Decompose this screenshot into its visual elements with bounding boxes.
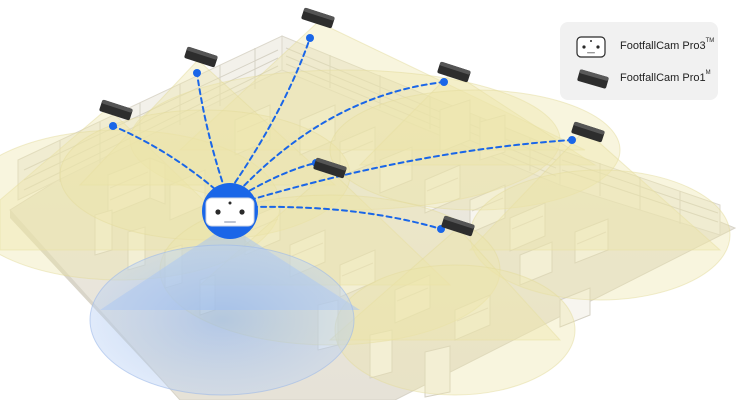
link-to-cam-top xyxy=(229,37,311,191)
coverage-cone-cam-top xyxy=(178,21,586,151)
link-to-cam-mid-left xyxy=(196,72,226,191)
legend-item-pro3: FootfallCam Pro3TM xyxy=(560,32,718,62)
legend-item-pro1: FootfallCam Pro1M xyxy=(560,64,718,94)
coverage-cone-cam-far-right xyxy=(468,129,722,251)
coverage-cone-cam-lower-right xyxy=(328,227,562,341)
pro1-camera-icon xyxy=(441,215,475,237)
legend-label-pro1: FootfallCam Pro1M xyxy=(620,70,711,84)
link-to-cam-right-top xyxy=(237,81,445,193)
pro3-camera-icon xyxy=(576,36,606,58)
endpoint-cam-mid-left xyxy=(193,69,201,77)
endpoint-cam-left xyxy=(109,122,117,130)
endpoint-cam-top xyxy=(306,34,314,42)
coverage-ellipse-cam-lower-right xyxy=(334,264,576,396)
link-to-cam-left xyxy=(112,125,223,196)
pro1-camera-icon xyxy=(99,99,133,121)
coverage-cone-cam-mid-left xyxy=(78,59,337,186)
pro3-hub-camera xyxy=(202,183,258,239)
pro1-camera-icon xyxy=(313,157,347,179)
pro1-cameras xyxy=(99,7,605,237)
endpoint-cam-far-right xyxy=(568,136,576,144)
link-to-cam-far-right xyxy=(249,139,573,201)
pro1-camera-icon xyxy=(571,121,605,143)
pro1-camera-icon xyxy=(184,46,218,68)
coverage-ellipse-cam-mid-left xyxy=(59,109,351,241)
pro1-camera-icon xyxy=(301,7,335,29)
legend-label-pro3: FootfallCam Pro3TM xyxy=(620,38,715,52)
coverage-cone-cam-right-top xyxy=(358,71,597,166)
legend: FootfallCam Pro3TM FootfallCam Pro1M xyxy=(560,22,718,100)
link-to-cam-lower-right xyxy=(251,205,442,230)
pro1-camera-icon xyxy=(437,61,471,83)
pro3-coverage xyxy=(89,225,360,396)
endpoint-cam-right-top xyxy=(440,78,448,86)
pro1-camera-icon xyxy=(577,69,609,89)
connection-links xyxy=(112,37,573,230)
link-to-cam-center xyxy=(241,162,317,196)
